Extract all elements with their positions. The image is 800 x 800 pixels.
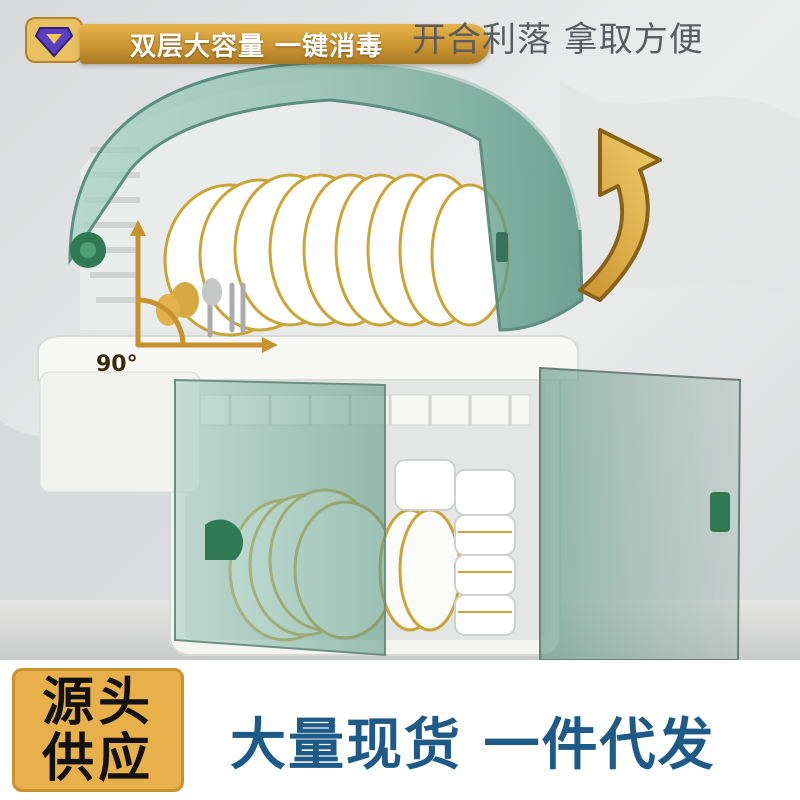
left-cabinet-door xyxy=(174,378,386,657)
promo-slogan: 大量现货 一件代发 xyxy=(230,713,716,778)
cutlery xyxy=(207,282,246,338)
banner-ribbon: 双层大容量 一键消毒 xyxy=(80,24,490,64)
top-banner: 双层大容量 一键消毒 xyxy=(22,16,492,72)
stamp-line-1: 源头 xyxy=(41,673,154,733)
lift-arrow-icon xyxy=(578,128,662,302)
left-door-clip xyxy=(205,519,244,560)
right-door-clip xyxy=(710,492,730,532)
angle-90-icon xyxy=(135,227,271,348)
dome-cover xyxy=(68,60,584,332)
cup-stack xyxy=(394,459,516,636)
source-supply-stamp: 源头 供应 xyxy=(12,668,184,792)
upper-plates xyxy=(163,173,510,337)
headline-text: 开合利落 拿取方便 xyxy=(412,20,704,60)
banner-text: 双层大容量 一键消毒 xyxy=(130,31,384,62)
angle-label: 90° xyxy=(96,352,138,377)
gem-shield-icon xyxy=(25,17,83,63)
stamp-line-2: 供应 xyxy=(41,729,154,789)
